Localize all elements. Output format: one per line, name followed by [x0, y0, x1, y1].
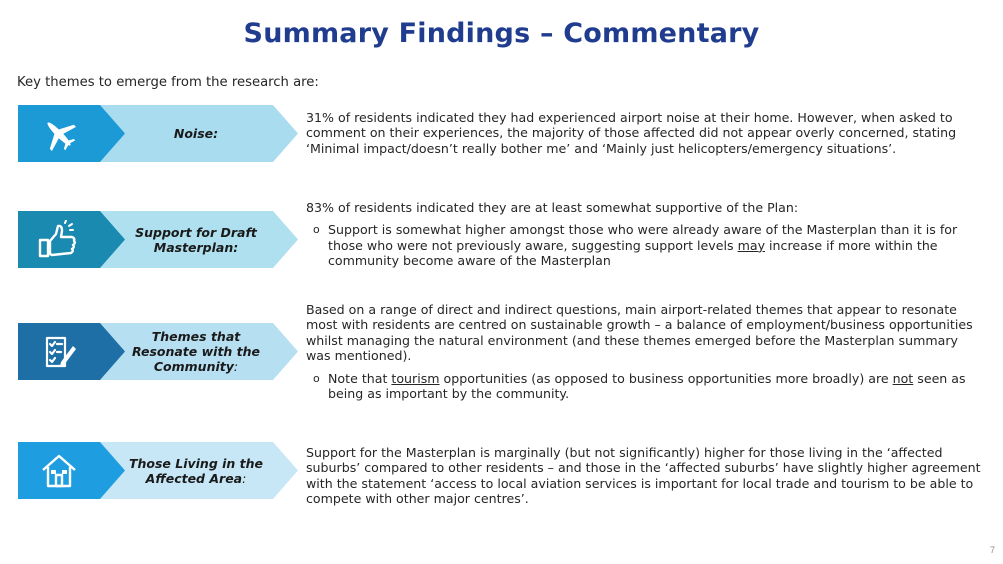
bullet-text: seen as being as important by the commun…	[328, 370, 966, 402]
bullet-item: Support is somewhat higher amongst those…	[306, 222, 986, 268]
theme-label: Support for Draft Masterplan:	[135, 224, 257, 255]
theme-affected-text: Support for the Masterplan is marginally…	[306, 445, 986, 507]
airplane-icon	[18, 105, 100, 162]
theme-resonate: Themes that Resonate with the Community:	[18, 323, 298, 380]
label-text: Those Living in the Affected Area	[128, 455, 264, 486]
underlined-word: not	[892, 370, 914, 386]
theme-chevron	[18, 105, 298, 162]
label-colon: :	[242, 470, 247, 486]
theme-affected-area: Those Living in the Affected Area:	[18, 442, 298, 499]
bullet-text: Support is somewhat higher amongst those…	[328, 222, 958, 253]
theme-chevron	[18, 211, 298, 268]
house-icon	[18, 442, 100, 499]
page-title: Summary Findings – Commentary	[243, 18, 760, 49]
bullet-item: Note that tourism opportunities (as oppo…	[306, 371, 986, 402]
bullet-text: opportunities (as opposed to business op…	[439, 370, 893, 386]
theme-noise: Noise:	[18, 105, 298, 162]
underlined-word: tourism	[391, 370, 440, 386]
paragraph: Support for the Masterplan is marginally…	[306, 445, 981, 507]
theme-label: Those Living in the Affected Area:	[126, 442, 266, 499]
bullet-text: Note that	[328, 370, 392, 386]
checklist-icon	[18, 323, 100, 380]
theme-chevron	[18, 323, 298, 380]
paragraph: Based on a range of direct and indirect …	[306, 302, 973, 364]
paragraph: 31% of residents indicated they had expe…	[306, 110, 957, 156]
label-text: Themes that Resonate with the Community	[131, 329, 261, 374]
theme-resonate-text: Based on a range of direct and indirect …	[306, 302, 986, 401]
paragraph: 83% of residents indicated they are at l…	[306, 200, 799, 215]
theme-support: Support for Draft Masterplan:	[18, 211, 298, 268]
theme-label: Noise:	[173, 126, 219, 141]
theme-noise-text: 31% of residents indicated they had expe…	[306, 110, 986, 156]
theme-support-text: 83% of residents indicated they are at l…	[306, 200, 986, 269]
page-number: 7	[989, 545, 995, 555]
bullet-text: increase if more within the community be…	[328, 237, 938, 269]
thumbs-up-icon	[18, 211, 100, 268]
theme-label: Themes that Resonate with the Community:	[126, 323, 266, 380]
intro-text: Key themes to emerge from the research a…	[17, 75, 319, 90]
label-colon: :	[233, 359, 239, 374]
theme-chevron	[18, 442, 298, 499]
underlined-word: may	[737, 237, 766, 253]
